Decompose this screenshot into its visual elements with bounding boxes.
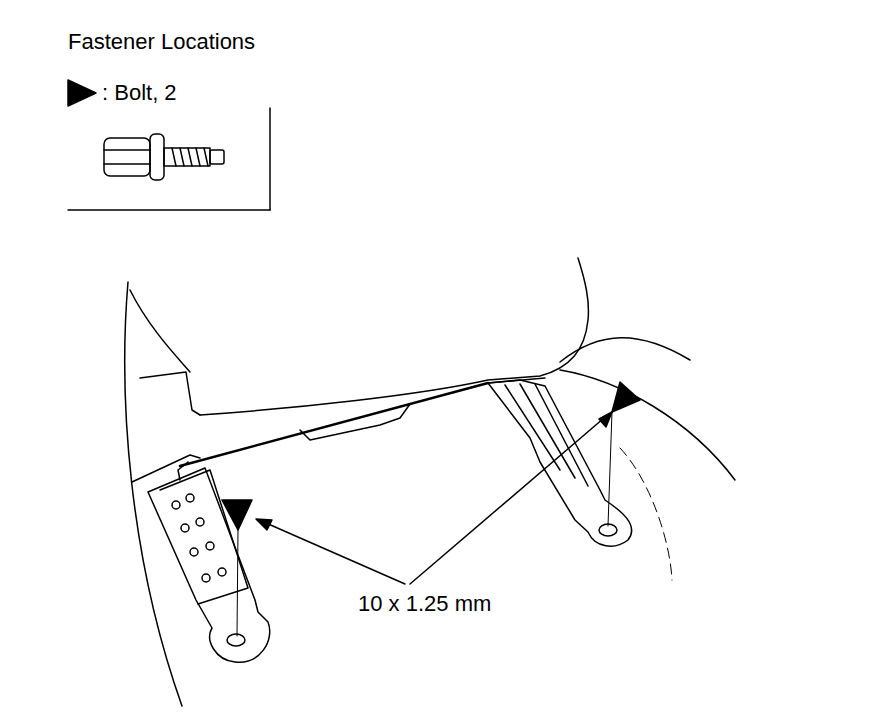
right-seat-rail bbox=[488, 380, 632, 546]
dimension-label: 10 x 1.25 mm bbox=[358, 592, 491, 616]
bolt-marker bbox=[222, 500, 252, 530]
leader-line bbox=[256, 412, 612, 584]
bolt-axis bbox=[237, 530, 238, 636]
legend-frame bbox=[269, 108, 271, 210]
heading: Fastener Locations bbox=[68, 30, 255, 54]
legend-frame bbox=[68, 209, 270, 211]
legend-text: : Bolt, 2 bbox=[102, 81, 177, 105]
legend-triangle bbox=[68, 80, 96, 106]
bolt-marker bbox=[612, 382, 640, 412]
bolt-icon bbox=[104, 134, 224, 180]
bolt-axis bbox=[608, 412, 612, 526]
hidden-line bbox=[620, 448, 672, 580]
seat-outline bbox=[125, 258, 735, 706]
left-seat-rail bbox=[132, 455, 270, 662]
